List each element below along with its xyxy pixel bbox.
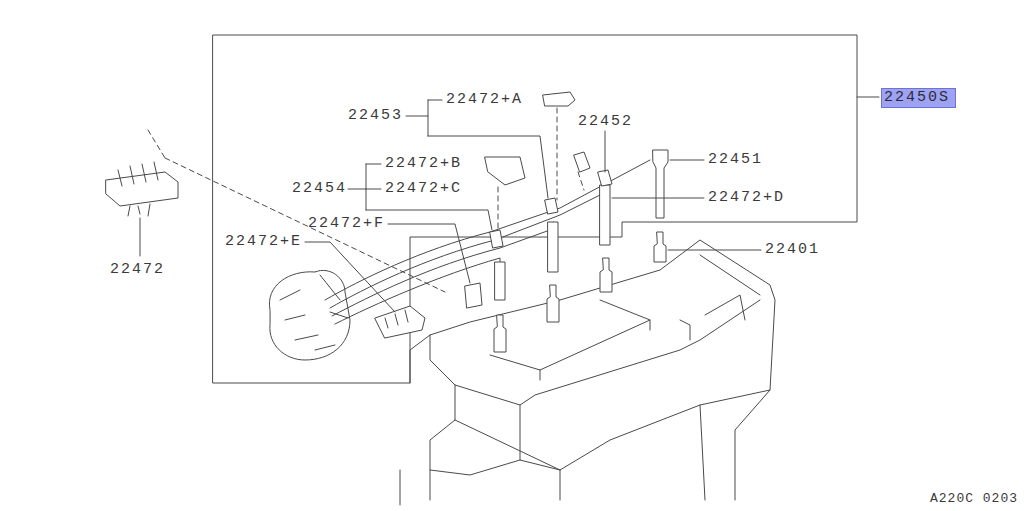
- callout-number: 22454: [292, 180, 347, 198]
- leader-line: [612, 198, 704, 199]
- wire-clip: [465, 283, 482, 308]
- highlight-box: 22450S: [881, 88, 956, 108]
- drawing-code: A220C 0203: [930, 490, 1018, 508]
- callout-number: 22453: [348, 107, 403, 125]
- group-frame: [213, 35, 857, 383]
- wire-clip: [106, 162, 178, 216]
- leader-line: [857, 97, 879, 98]
- ignition-wire: [332, 222, 553, 316]
- assembly-line: [498, 108, 584, 230]
- leader-line: [668, 250, 761, 251]
- spark-plug: [494, 315, 506, 352]
- engine-detail: [400, 295, 745, 505]
- distributor: [269, 270, 350, 360]
- part-number: 22450S: [882, 89, 955, 107]
- callout-number: 22451: [708, 151, 763, 169]
- plug-boot: [548, 222, 558, 272]
- spark-plug: [600, 258, 612, 292]
- leader-line: [605, 131, 606, 172]
- callout-number: 22472+A: [446, 91, 523, 109]
- leader-line: [305, 242, 395, 312]
- callout-number: 22472+C: [385, 180, 462, 198]
- wire-clip: [490, 230, 503, 248]
- wire-clip: [543, 92, 575, 106]
- plug-boot: [495, 262, 505, 300]
- assembly-line: [148, 130, 445, 292]
- wire-clip: [485, 157, 525, 185]
- leader-line: [670, 160, 704, 161]
- callout-number: 22472+D: [708, 189, 785, 207]
- spark-plug: [547, 285, 559, 322]
- leader-line: [388, 224, 470, 283]
- callout-number: 22472+B: [385, 155, 462, 173]
- plug-boot: [653, 150, 668, 218]
- wire-clip: [375, 306, 425, 338]
- callout-number: 22472: [110, 261, 165, 279]
- ignition-wire: [330, 185, 605, 308]
- spark-plug: [654, 232, 666, 262]
- wire-clip: [574, 152, 590, 172]
- callout-number: 22452: [578, 113, 633, 131]
- callout-number: 22401: [765, 241, 820, 259]
- wire-clip: [545, 198, 558, 214]
- plug-boot: [600, 185, 610, 245]
- callout-number: 22472+F: [308, 215, 385, 233]
- leader-line: [140, 218, 141, 256]
- callout-number: 22472+E: [225, 233, 302, 251]
- engine-block: [410, 240, 775, 500]
